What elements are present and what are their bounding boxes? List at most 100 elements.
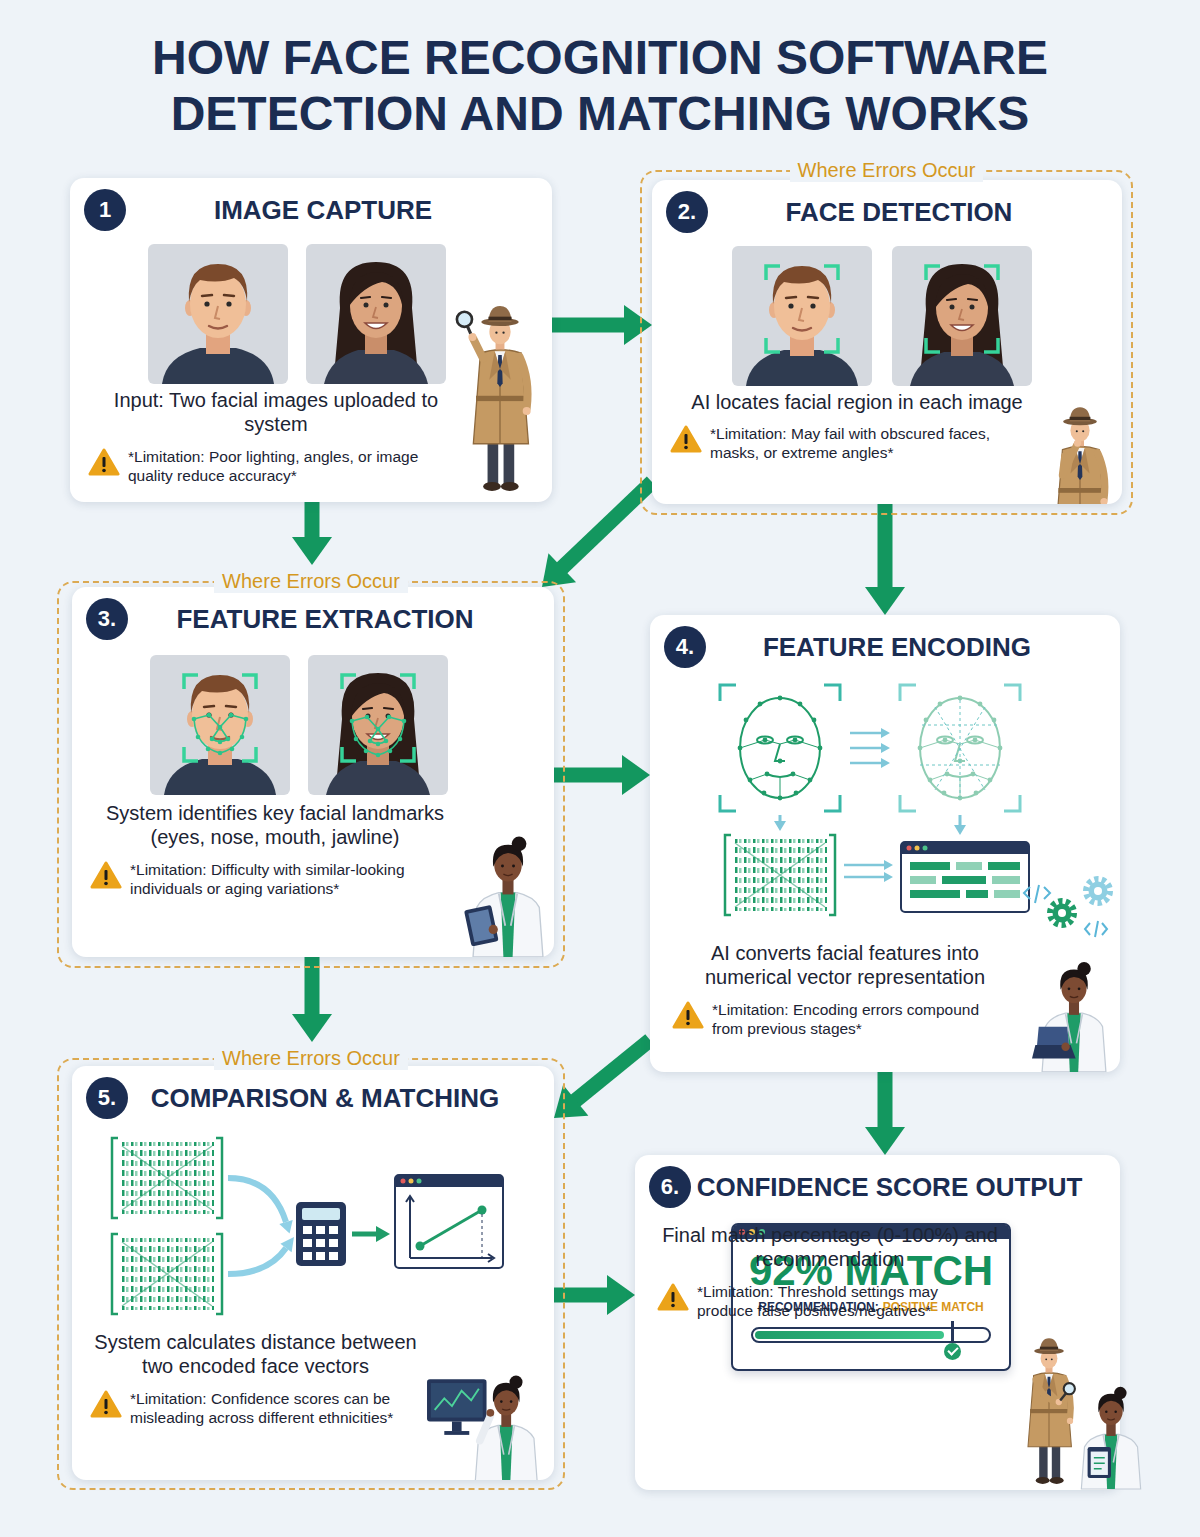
illustration-part bbox=[435, 1389, 479, 1410]
illustration-part bbox=[303, 1239, 312, 1247]
card-header: 5.COMPARISON & MATCHING bbox=[72, 1066, 554, 1130]
illustration-part bbox=[1042, 962, 1106, 1072]
arrow-head bbox=[865, 1127, 905, 1155]
illustration-part bbox=[1088, 1447, 1111, 1478]
illustration-part bbox=[112, 1234, 222, 1314]
card-header: 1IMAGE CAPTURE bbox=[70, 178, 552, 242]
card-middle bbox=[72, 1130, 554, 1330]
scientist-laptop bbox=[1032, 946, 1116, 1072]
limitation-note: *Limitation: Confidence scores can be mi… bbox=[130, 1389, 419, 1427]
step-number: 2. bbox=[666, 191, 708, 233]
illustration-part bbox=[279, 1220, 292, 1234]
step-heading: IMAGE CAPTURE bbox=[126, 195, 540, 226]
illustration-part bbox=[732, 246, 872, 386]
illustration-part bbox=[473, 339, 483, 359]
card-header: 2.FACE DETECTION bbox=[652, 180, 1122, 244]
card-header: 3.FEATURE EXTRACTION bbox=[72, 587, 554, 651]
threshold-marker bbox=[951, 1321, 954, 1343]
illustration-part bbox=[725, 835, 835, 915]
limitation-row: *Limitation: Poor lighting, angles, or i… bbox=[70, 447, 552, 485]
progress-fill bbox=[755, 1331, 944, 1339]
illustration-part bbox=[303, 1226, 338, 1260]
flow-arrow bbox=[554, 1040, 650, 1118]
limitation-row: *Limitation: Confidence scores can be mi… bbox=[72, 1389, 554, 1427]
encoding-illustration bbox=[650, 615, 1120, 941]
scientist-monitor bbox=[425, 1360, 550, 1480]
illustration-part bbox=[105, 870, 108, 880]
illustration-part bbox=[475, 1376, 537, 1480]
limitation-row: *Limitation: May fail with obscured face… bbox=[652, 424, 1122, 462]
illustration-part bbox=[900, 685, 1020, 811]
flow-arrow bbox=[554, 1275, 635, 1315]
illustration-part bbox=[487, 1409, 495, 1417]
error-zone: Where Errors Occur 2.FACE DETECTIONAI lo… bbox=[640, 170, 1133, 515]
illustration-part bbox=[1036, 1380, 1058, 1402]
illustration-part bbox=[720, 685, 840, 811]
step-description: Final match percentage (0-100%) and reco… bbox=[635, 1223, 1120, 1272]
illustration-part bbox=[1037, 1027, 1069, 1045]
warning-icon bbox=[90, 1389, 122, 1419]
illustration-part bbox=[926, 266, 998, 352]
card-header: 4.FEATURE ENCODING bbox=[650, 615, 1120, 679]
illustration-part bbox=[150, 655, 290, 795]
illustration-part bbox=[672, 427, 700, 451]
limitation-note: *Limitation: Encoding errors compound fr… bbox=[712, 1000, 1010, 1038]
warning-icon bbox=[88, 447, 120, 477]
flow-arrow bbox=[292, 502, 332, 565]
flow-arrow bbox=[292, 957, 332, 1042]
illustration-part bbox=[892, 246, 1032, 386]
step-number: 3. bbox=[86, 598, 128, 640]
illustration-part bbox=[303, 1252, 312, 1260]
illustration-part bbox=[774, 821, 966, 835]
step-card: 2.FACE DETECTIONAI locates facial region… bbox=[652, 180, 1122, 504]
illustration-part bbox=[920, 700, 1000, 798]
arrow-shaft bbox=[305, 502, 320, 539]
illustration-part bbox=[280, 1237, 294, 1252]
arrow-shaft bbox=[574, 1040, 650, 1102]
illustration-part bbox=[1050, 901, 1074, 925]
card-middle bbox=[652, 244, 1122, 390]
arrow-head bbox=[865, 587, 905, 615]
illustration-part bbox=[104, 1410, 108, 1414]
flow-arrow bbox=[552, 305, 652, 345]
illustration-part bbox=[452, 1421, 462, 1431]
arrow-shaft bbox=[561, 482, 652, 569]
step-card: 6.CONFIDENCE SCORE OUTPUT92% MATCHRECOMM… bbox=[635, 1155, 1120, 1490]
illustration-part bbox=[1061, 1043, 1069, 1051]
card-header: 6. CONFIDENCE SCORE OUTPUT bbox=[635, 1155, 1120, 1219]
card-middle bbox=[650, 679, 1120, 941]
step-number-text: 5. bbox=[98, 1087, 116, 1109]
illustration-part bbox=[112, 1138, 222, 1218]
flow-arrow bbox=[865, 504, 905, 615]
illustration-part bbox=[468, 333, 476, 341]
limitation-note: *Limitation: Difficulty with similar-loo… bbox=[130, 860, 454, 898]
illustration-part bbox=[901, 842, 1029, 912]
illustration-part bbox=[687, 1010, 690, 1020]
illustration-part bbox=[1028, 1338, 1075, 1484]
step-number: 4. bbox=[664, 626, 706, 668]
illustration-part bbox=[1081, 1387, 1140, 1489]
illustration-part bbox=[184, 675, 256, 761]
illustration-part bbox=[228, 1248, 286, 1274]
step-heading: CONFIDENCE SCORE OUTPUT bbox=[691, 1172, 1108, 1203]
illustration-part bbox=[1064, 1383, 1075, 1394]
illustration-part bbox=[296, 1202, 346, 1266]
arrow-shaft bbox=[554, 1288, 609, 1303]
step-number-text: 6. bbox=[661, 1176, 679, 1198]
illustration-part bbox=[738, 696, 823, 801]
illustration-part bbox=[431, 1383, 483, 1418]
illustration-part bbox=[1024, 885, 1050, 903]
illustration-part bbox=[352, 1232, 378, 1237]
illustration-part bbox=[884, 860, 893, 882]
illustration-part bbox=[686, 1021, 690, 1025]
progress-bar bbox=[751, 1327, 991, 1343]
error-zone: Where Errors Occur 3.FEATURE EXTRACTIONS… bbox=[57, 581, 565, 968]
diagram-title: HOW FACE RECOGNITION SOFTWARE DETECTION … bbox=[80, 30, 1120, 141]
illustration-part bbox=[329, 1252, 338, 1260]
step-number-text: 2. bbox=[678, 201, 696, 223]
card-middle bbox=[72, 651, 554, 801]
illustration-part bbox=[1074, 440, 1081, 447]
arrow-head bbox=[622, 755, 650, 795]
illustration-part bbox=[92, 1392, 120, 1416]
